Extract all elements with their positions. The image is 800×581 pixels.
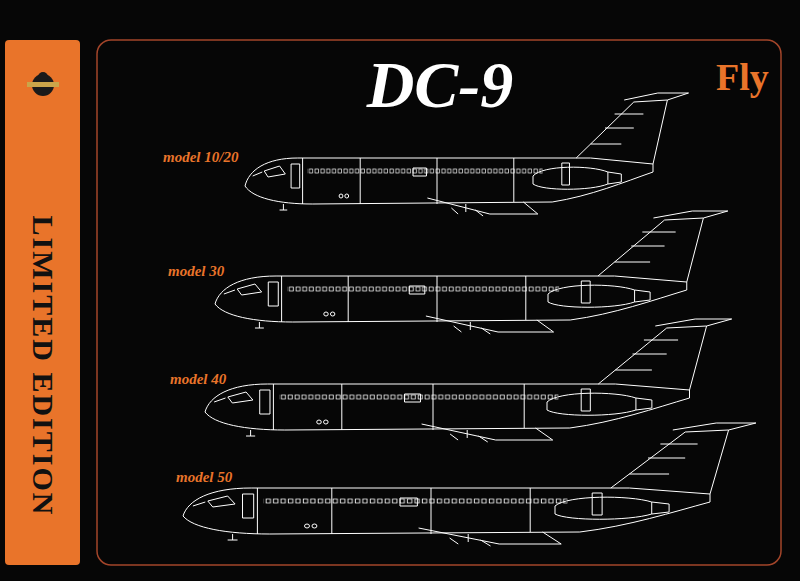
aircraft-model-50 — [183, 423, 756, 546]
brand-logo — [23, 65, 63, 105]
edition-text: LIMITED EDITION — [26, 215, 60, 516]
aircraft-model-40 — [205, 319, 732, 442]
model-label: model 40 — [170, 372, 226, 387]
edition-band: LIMITED EDITION — [5, 40, 80, 565]
title: DC-9 — [300, 52, 580, 118]
model-label: model 50 — [176, 470, 232, 485]
brand-logo-text: Fly — [716, 58, 769, 96]
aircraft-model-30 — [215, 211, 728, 334]
model-label: model 30 — [168, 264, 224, 279]
model-label: model 10/20 — [163, 150, 238, 165]
panel-border — [97, 40, 781, 565]
